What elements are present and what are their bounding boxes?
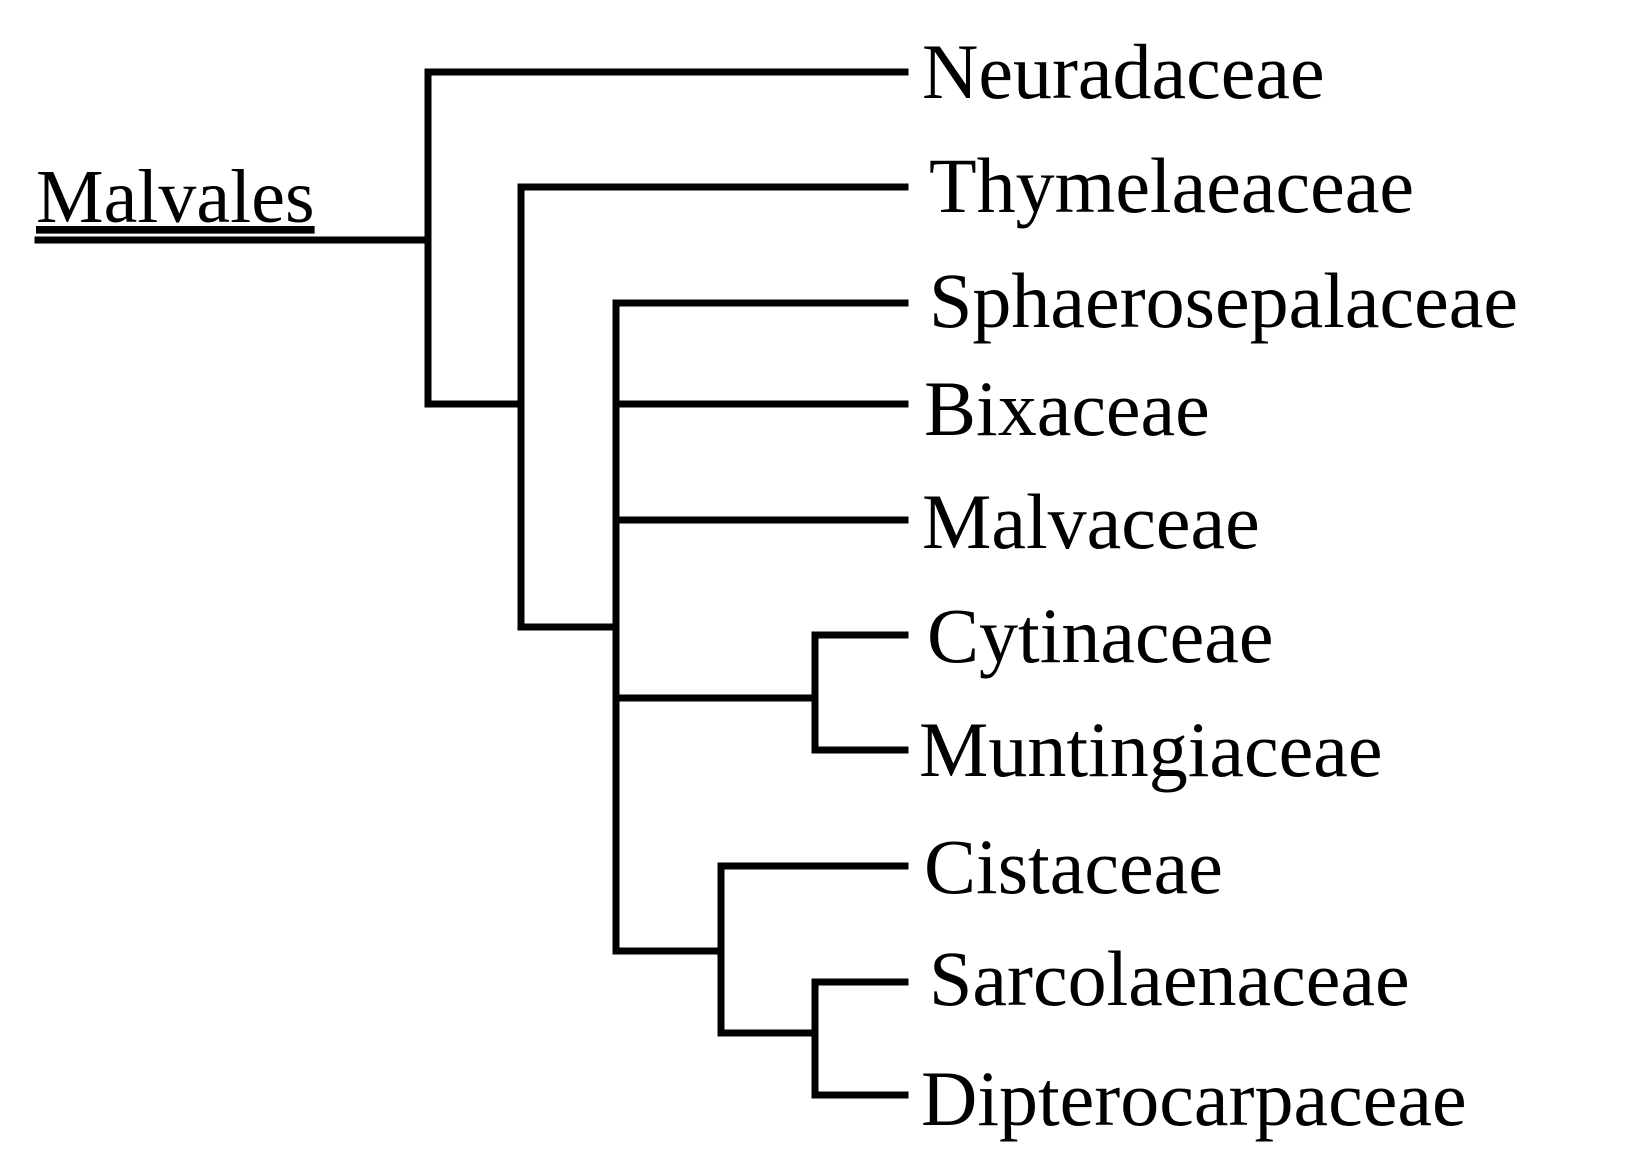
taxon-label-muntingiaceae: Muntingiaceae	[919, 706, 1382, 793]
taxon-label-sarcolaenaceae: Sarcolaenaceae	[929, 935, 1410, 1022]
tree-branches	[34, 68, 909, 1099]
taxon-label-dipterocarpaceae: Dipterocarpaceae	[921, 1055, 1467, 1142]
taxon-label-sphaerosepalaceae: Sphaerosepalaceae	[929, 257, 1518, 344]
taxon-label-thymelaeaceae: Thymelaeaceae	[929, 142, 1414, 229]
taxon-label-bixaceae: Bixaceae	[924, 365, 1210, 452]
root-label: Malvales	[36, 155, 315, 239]
taxon-label-neuradaceae: Neuradaceae	[922, 28, 1325, 115]
labels: Malvales Neuradaceae Thymelaeaceae Sphae…	[36, 28, 1518, 1142]
taxon-label-cytinaceae: Cytinaceae	[927, 592, 1273, 679]
taxon-label-malvaceae: Malvaceae	[922, 478, 1260, 565]
taxon-label-cistaceae: Cistaceae	[924, 823, 1223, 910]
